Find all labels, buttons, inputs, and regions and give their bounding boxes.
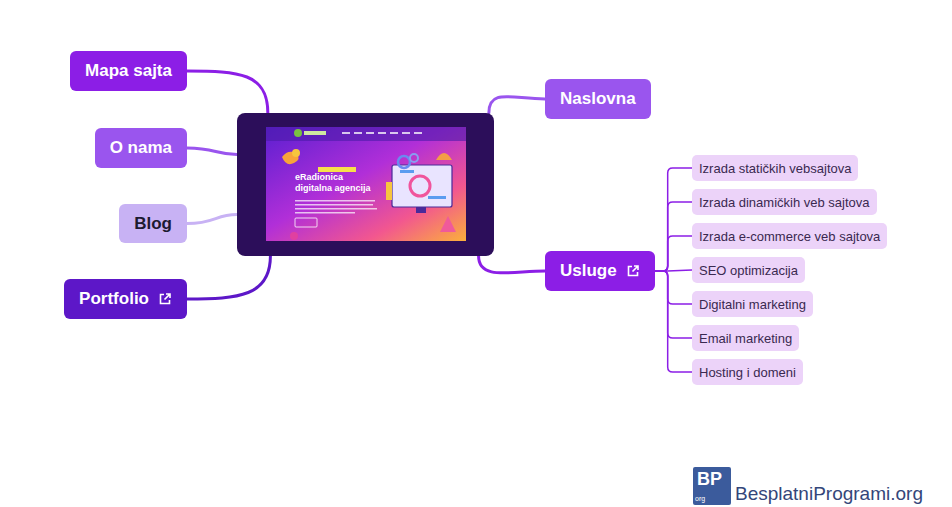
branch-line (187, 256, 270, 299)
topic-text: Usluge (560, 261, 617, 281)
topic-text: Blog (134, 214, 172, 234)
subtopic-text: Hosting i domeni (699, 365, 796, 380)
branch-line (655, 236, 692, 271)
branch-line (187, 215, 237, 224)
subtopic-text: Email marketing (699, 331, 792, 346)
topic-box: Portfolio (64, 279, 187, 319)
topic-text: Mapa sajta (85, 61, 172, 81)
subtopic-text: Izrada e-commerce veb sajtova (699, 229, 880, 244)
branch-line (655, 271, 692, 304)
subtopic-box: Izrada statičkih vebsajtova (692, 155, 858, 181)
branch-line (479, 256, 545, 273)
subtopic-text: Izrada statičkih vebsajtova (699, 161, 851, 176)
subtopic-box: Izrada e-commerce veb sajtova (692, 223, 887, 249)
branch-line (187, 148, 237, 154)
topic-box: Usluge (545, 251, 655, 291)
topic-box: O nama (95, 128, 187, 168)
branch-line (655, 202, 692, 271)
branch-line (655, 271, 692, 372)
logo-letters: BP (697, 470, 722, 488)
external-link-icon (626, 264, 640, 278)
topic-box: Blog (119, 204, 187, 243)
subtopic-text: Izrada dinamičkih veb sajtova (699, 195, 870, 210)
logo-org: org (695, 495, 705, 502)
external-link-icon (158, 292, 172, 306)
branch-line (655, 168, 692, 271)
branch-line (187, 71, 268, 113)
subtopic-box: Hosting i domeni (692, 359, 803, 385)
subtopic-box: Email marketing (692, 325, 799, 351)
subtopic-box: Izrada dinamičkih veb sajtova (692, 189, 877, 215)
watermark: BesplatniProgrami.org (735, 484, 923, 503)
site-headline: eRadionica digitalna agencija (295, 172, 379, 194)
topic-box: Mapa sajta (70, 51, 187, 91)
topic-box: Naslovna (545, 79, 651, 119)
topic-text: Naslovna (560, 89, 636, 109)
subtopic-text: SEO optimizacija (699, 263, 798, 278)
topic-text: Portfolio (79, 289, 149, 309)
subtopic-text: Digitalni marketing (699, 297, 806, 312)
branch-line (655, 271, 692, 338)
subtopic-box: Digitalni marketing (692, 291, 813, 317)
branch-line (489, 97, 545, 113)
topic-text: O nama (110, 138, 172, 158)
subtopic-box: SEO optimizacija (692, 257, 805, 283)
central-screenshot: eRadionica digitalna agencija (237, 113, 494, 256)
